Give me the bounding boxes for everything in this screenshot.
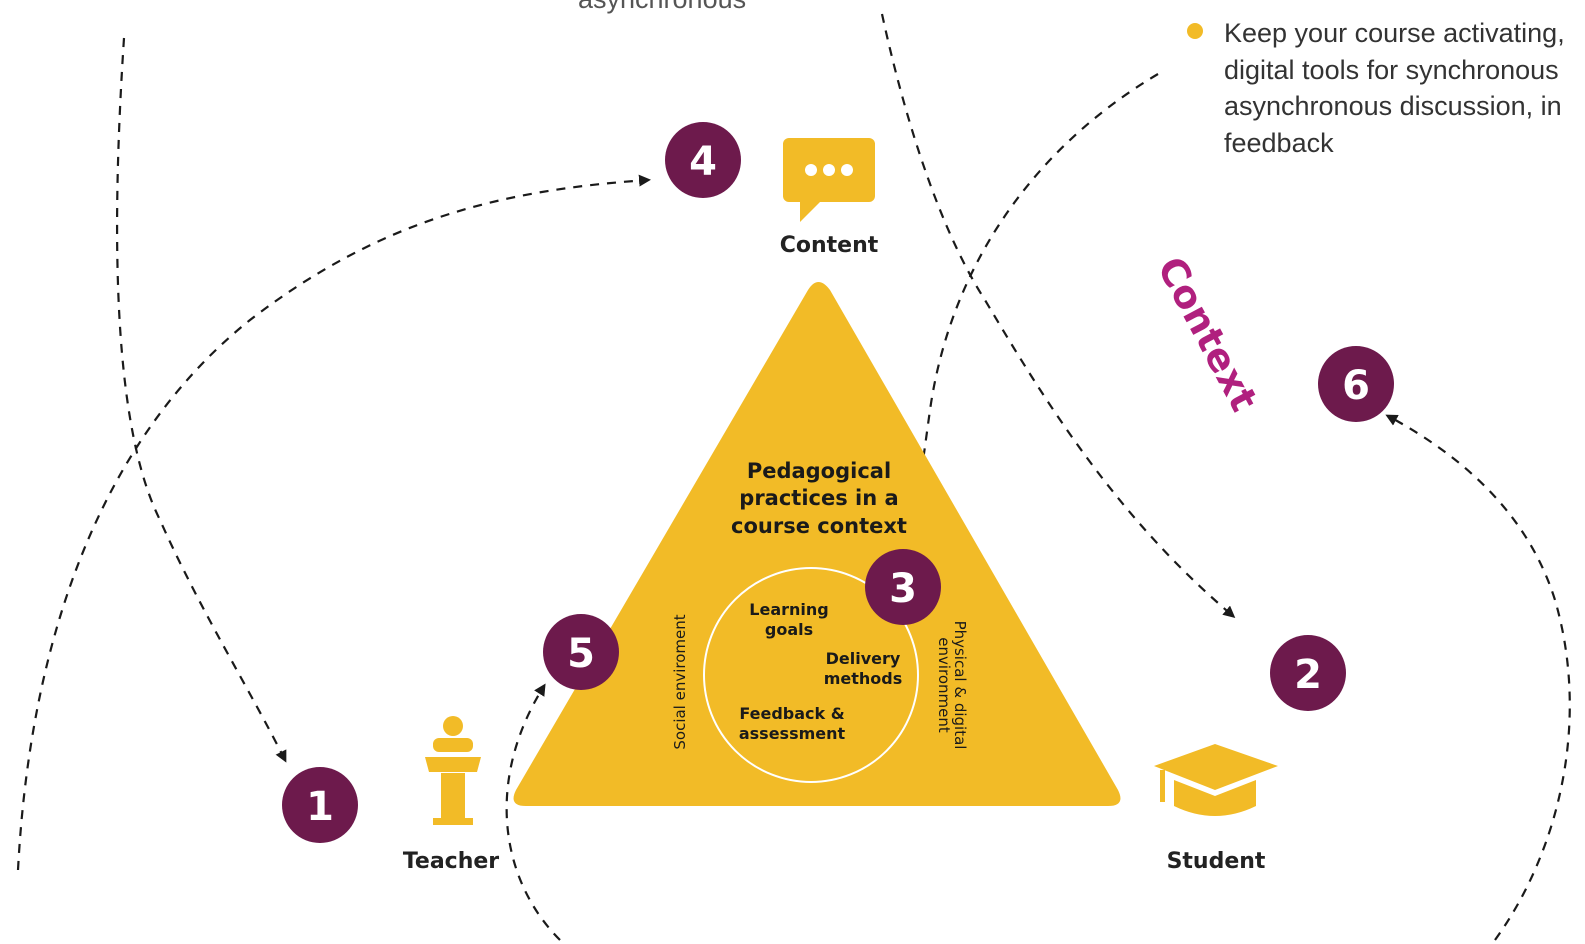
center-title-line-3: course context bbox=[731, 514, 907, 538]
step-2-badge: 2 bbox=[1270, 635, 1346, 711]
top-text-fragment: asynchronous bbox=[578, 0, 746, 14]
delivery-methods-line-2: methods bbox=[824, 669, 903, 688]
bullet-line-1: Keep your course activating, bbox=[1224, 18, 1565, 48]
social-environment-label: Social enviroment bbox=[671, 614, 689, 749]
bullet-note: Keep your course activating, digital too… bbox=[1187, 18, 1565, 158]
content-label: Content bbox=[780, 233, 879, 258]
context-label: Context bbox=[1149, 250, 1267, 419]
flow-line-left-outer bbox=[115, 37, 287, 763]
flow-line-to-4 bbox=[16, 174, 651, 871]
bullet-line-3: asynchronous discussion, in bbox=[1224, 91, 1562, 121]
bullet-line-2: digital tools for synchronous bbox=[1224, 55, 1559, 85]
dashed-flow-lines bbox=[16, 13, 1571, 941]
feedback-assessment-line-2: assessment bbox=[739, 724, 846, 743]
graduation-cap-icon bbox=[1154, 744, 1278, 816]
center-title-line-2: practices in a bbox=[739, 486, 898, 510]
flow-line-to-2 bbox=[880, 13, 1236, 618]
step-2-number: 2 bbox=[1294, 652, 1322, 698]
learning-goals-line-2: goals bbox=[765, 620, 813, 639]
step-4-number: 4 bbox=[689, 139, 717, 185]
step-5-badge: 5 bbox=[543, 614, 619, 690]
podium-icon bbox=[425, 716, 481, 825]
pedagogy-triangle bbox=[513, 282, 1121, 806]
delivery-methods-line-1: Delivery bbox=[826, 649, 901, 668]
step-6-badge: 6 bbox=[1318, 346, 1394, 422]
step-3-number: 3 bbox=[889, 566, 917, 612]
step-5-number: 5 bbox=[567, 631, 595, 677]
step-6-number: 6 bbox=[1342, 363, 1370, 409]
bullet-line-4: feedback bbox=[1224, 128, 1334, 158]
flow-line-to-5 bbox=[505, 683, 561, 941]
flow-line-to-6 bbox=[1385, 414, 1571, 941]
speech-bubble-icon bbox=[783, 138, 875, 222]
step-3-badge: 3 bbox=[865, 549, 941, 625]
bullet-dot-icon bbox=[1187, 23, 1203, 39]
physical-digital-line-2: environment bbox=[935, 637, 953, 733]
physical-digital-line-1: Physical & digital bbox=[951, 621, 969, 750]
teacher-label: Teacher bbox=[403, 849, 499, 874]
feedback-assessment-line-1: Feedback & bbox=[739, 704, 844, 723]
inner-circle bbox=[703, 567, 919, 783]
step-4-badge: 4 bbox=[665, 122, 741, 198]
step-1-number: 1 bbox=[306, 784, 334, 830]
center-title-line-1: Pedagogical bbox=[747, 459, 891, 483]
learning-goals-line-1: Learning bbox=[749, 600, 828, 619]
step-1-badge: 1 bbox=[282, 767, 358, 843]
student-label: Student bbox=[1167, 849, 1266, 874]
flow-line-to-3 bbox=[913, 73, 1159, 500]
